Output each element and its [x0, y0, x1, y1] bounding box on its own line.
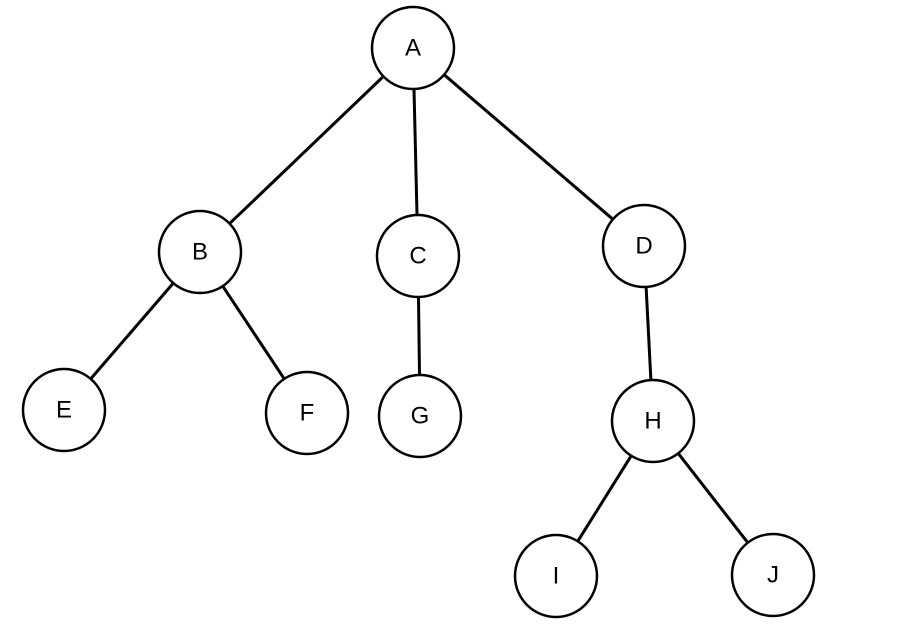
edge-a-c — [412, 87, 419, 217]
node-c: C — [375, 213, 461, 299]
node-i: I — [513, 533, 599, 619]
edge-b-e — [89, 281, 175, 381]
node-label: G — [411, 403, 430, 430]
node-circle — [610, 378, 696, 464]
edges-layer — [89, 73, 750, 545]
node-label: B — [192, 239, 208, 266]
node-circle — [264, 370, 350, 456]
edge-c-g — [417, 295, 421, 377]
edge-a-b — [228, 74, 385, 226]
node-label: D — [635, 233, 652, 260]
edge-b-f — [221, 284, 286, 381]
edge-h-j — [676, 451, 750, 545]
node-h: H — [610, 378, 696, 464]
node-g: G — [377, 373, 463, 459]
node-label: F — [300, 400, 315, 427]
node-label: C — [409, 243, 426, 270]
node-circle — [375, 213, 461, 299]
node-circle — [21, 367, 107, 453]
node-j: J — [730, 532, 816, 618]
node-circle — [370, 5, 456, 91]
edge-h-i — [576, 454, 633, 543]
node-label: J — [767, 562, 779, 589]
node-f: F — [264, 370, 350, 456]
node-circle — [601, 203, 687, 289]
nodes-layer: A B C D E F G H I J — [21, 5, 816, 619]
node-b: B — [157, 209, 243, 295]
node-d: D — [601, 203, 687, 289]
node-label: E — [56, 397, 72, 424]
node-circle — [513, 533, 599, 619]
edge-d-h — [644, 285, 653, 382]
node-circle — [730, 532, 816, 618]
node-circle — [157, 209, 243, 295]
node-circle — [377, 373, 463, 459]
edge-a-d — [442, 73, 615, 221]
node-e: E — [21, 367, 107, 453]
node-a: A — [370, 5, 456, 91]
node-label: I — [553, 563, 560, 590]
node-label: H — [644, 408, 661, 435]
node-label: A — [405, 35, 421, 62]
